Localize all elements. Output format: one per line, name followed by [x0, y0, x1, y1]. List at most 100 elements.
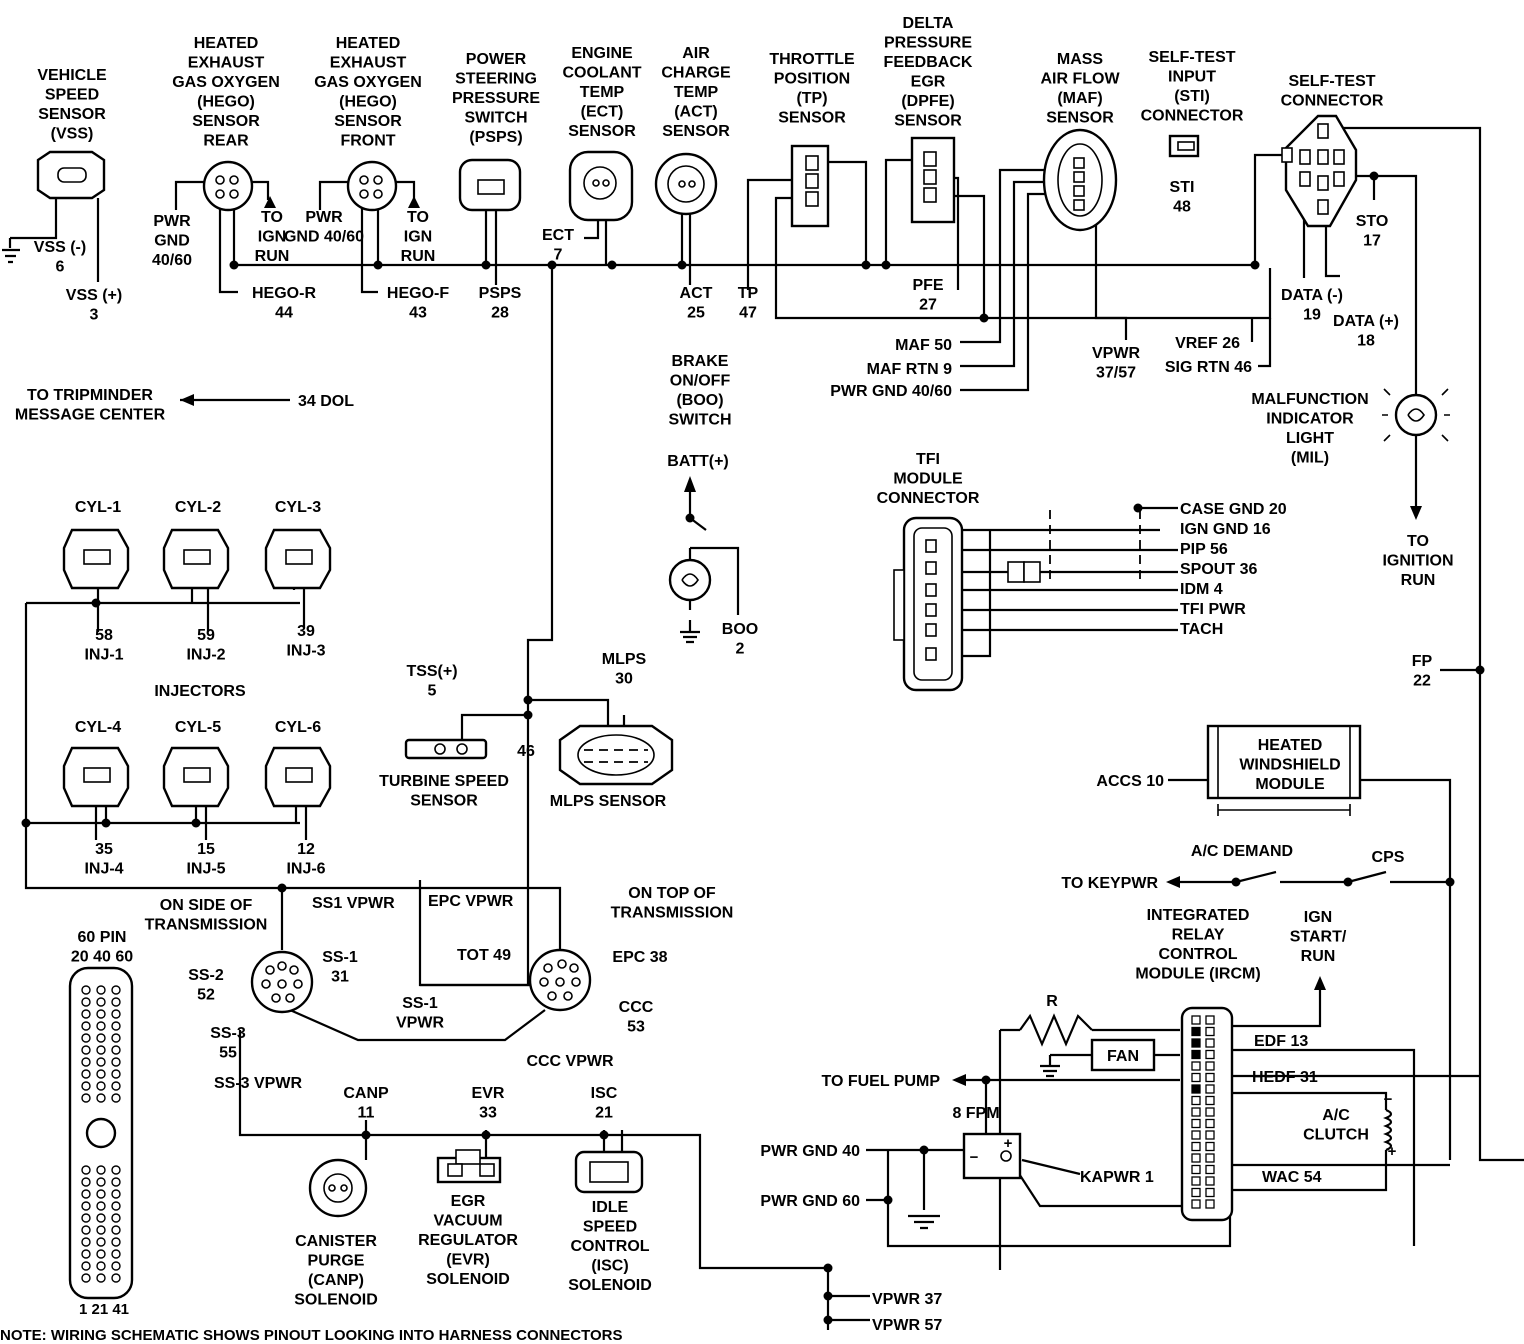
fan-label: FAN	[1107, 1048, 1139, 1065]
ircm-pin	[1205, 1176, 1215, 1186]
relay-minus: −	[970, 1149, 979, 1166]
pcm-pin	[81, 1213, 91, 1223]
ircm-ground	[908, 1214, 940, 1230]
pcm-pin	[96, 1033, 106, 1043]
pcm-pin	[111, 1009, 121, 1019]
ground-symbol	[2, 238, 20, 264]
pcm-pin	[96, 997, 106, 1007]
pcm-pin	[81, 1189, 91, 1199]
junction-dot	[685, 513, 695, 523]
ac-clutch-plus: +	[1388, 1143, 1397, 1160]
ircm-pin	[1191, 1095, 1201, 1106]
pcm-pin	[111, 1045, 121, 1055]
relay-plus: +	[1004, 1135, 1013, 1152]
trans-wires	[280, 888, 530, 987]
pcm-pin	[96, 1249, 106, 1259]
ircm-pin	[1191, 1038, 1201, 1048]
pcm-pin	[81, 1273, 91, 1283]
pwr-gnd-60-label: PWR GND 60	[760, 1193, 860, 1210]
pcm-pin	[111, 1189, 121, 1199]
self-test-bus	[1253, 153, 1282, 265]
ircm-out-wires	[1050, 985, 1480, 1246]
junction-dot	[599, 1130, 609, 1140]
maf-rtn-label: MAF RTN 9	[867, 361, 952, 378]
junction-dot	[1475, 665, 1485, 675]
ircm-pin	[1191, 1118, 1201, 1129]
tot-label: TOT 49	[457, 947, 511, 964]
footnote: NOTE: WIRING SCHEMATIC SHOWS PINOUT LOOK…	[0, 1327, 623, 1344]
pcm-pin	[111, 1201, 121, 1211]
solenoid-bus	[238, 1030, 830, 1270]
accs-label: ACCS 10	[1096, 773, 1164, 790]
pcm-pin	[111, 1237, 121, 1247]
tss-plus-label: TSS(+)5	[406, 663, 457, 700]
cyl-6-label: CYL-6	[275, 719, 321, 736]
ircm-pin	[1205, 1038, 1215, 1048]
pcm-pin	[96, 1021, 106, 1031]
pcm-pin	[81, 1165, 91, 1175]
arrow-fuel-pump	[952, 1074, 966, 1086]
tp-wires	[746, 160, 1272, 320]
ircm-pin	[1205, 1118, 1215, 1129]
junction-dot	[21, 818, 31, 828]
vss-pins	[57, 167, 87, 183]
junction-dot	[881, 260, 891, 270]
mil-rays	[1382, 381, 1450, 449]
junction-dot	[883, 1195, 893, 1205]
arrow-ign-start	[1314, 976, 1326, 990]
self-test-connector	[1284, 114, 1358, 228]
ircm-pin	[1205, 1130, 1215, 1140]
pcm-pin	[96, 1081, 106, 1091]
cyl-5-label: CYL-5	[175, 719, 221, 736]
pcm-pin	[111, 985, 121, 995]
pcm-pin	[96, 1045, 106, 1055]
junction-dot	[1250, 260, 1260, 270]
junction-dot	[677, 260, 687, 270]
pcm-pin	[96, 1261, 106, 1271]
injectors-label: INJECTORS	[154, 683, 246, 700]
junction-dot	[979, 313, 989, 323]
maf-wires	[960, 168, 1128, 392]
cyl-1-label: CYL-1	[75, 499, 121, 516]
junction-dot	[823, 1263, 833, 1273]
vref-sigrtn-wires	[1250, 318, 1272, 368]
pcm-pin	[111, 1081, 121, 1091]
ircm-pin	[1191, 1072, 1201, 1083]
pcm-pin	[96, 1177, 106, 1187]
pcm-pin	[96, 1201, 106, 1211]
pcm-pin	[96, 1213, 106, 1223]
fpm-label: 8 FPM	[952, 1105, 999, 1122]
pcm-pin	[111, 1273, 121, 1283]
pcm-pin	[81, 985, 91, 995]
pcm-pin	[111, 1069, 121, 1079]
ircm-pin	[1205, 1049, 1215, 1060]
hws-wires	[1168, 778, 1452, 1160]
pcm-pin	[96, 1057, 106, 1067]
ircm-pin	[1205, 1084, 1215, 1094]
dol-label: 34 DOL	[298, 393, 354, 410]
junction-dot	[861, 260, 871, 270]
pcm-pin	[81, 997, 91, 1007]
mil-lamp	[1394, 393, 1438, 437]
pcm-pin	[96, 1009, 106, 1019]
cyl-2-label: CYL-2	[175, 499, 221, 516]
fp-trunk	[1330, 126, 1524, 1162]
